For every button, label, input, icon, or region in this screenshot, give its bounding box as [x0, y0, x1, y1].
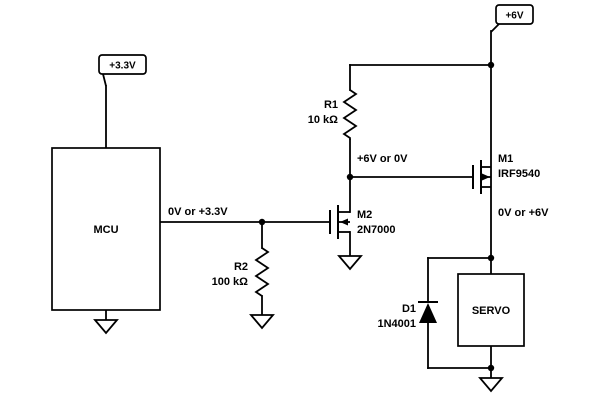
- flag-tail: [490, 23, 500, 33]
- ground-icon: [93, 319, 119, 335]
- nmos-m2: M2 2N7000: [329, 205, 396, 239]
- diode-d1: D1 1N4001: [377, 301, 438, 330]
- net-label-m1-drain: 0V or +6V: [498, 207, 549, 219]
- net-label-m2-drain: +6V or 0V: [357, 153, 408, 165]
- nmos-arrow: [340, 218, 348, 226]
- d1-value: 1N4001: [377, 318, 416, 330]
- net-label-mcu-out: 0V or +3.3V: [168, 206, 228, 218]
- power-label-3v3: +3.3V: [109, 61, 136, 72]
- power-flag-6v: +6V: [490, 4, 534, 33]
- junction-dot: [346, 173, 354, 181]
- power-flag-3v3: +3.3V: [98, 54, 147, 87]
- r1-value: 10 kΩ: [308, 114, 338, 126]
- diode-triangle: [419, 303, 437, 323]
- mcu-label: MCU: [93, 224, 118, 236]
- junction-dot: [487, 364, 495, 372]
- servo-box: [457, 273, 525, 347]
- ground-icon: [249, 314, 275, 330]
- r2-ref: R2: [234, 261, 248, 273]
- pmos-m1: M1 IRF9540: [472, 153, 540, 194]
- ground-icon: [337, 255, 363, 271]
- d1-ref: D1: [402, 303, 416, 315]
- ground-icon: [478, 377, 504, 393]
- junction-dot: [258, 218, 266, 226]
- mcu-box: [51, 147, 161, 311]
- resistor-zigzag: [254, 247, 270, 297]
- m1-value: IRF9540: [498, 168, 540, 180]
- resistor-r2: R2 100 kΩ: [212, 247, 270, 297]
- net-labels: 0V or +3.3V +6V or 0V 0V or +6V: [168, 153, 549, 219]
- junction-dot: [487, 61, 495, 69]
- ground-symbols: [93, 255, 504, 393]
- junction-dots: [258, 61, 495, 372]
- resistor-r1: R1 10 kΩ: [308, 89, 358, 140]
- flag-box: [495, 4, 534, 25]
- junction-dot: [487, 254, 495, 262]
- power-label-6v: +6V: [505, 11, 523, 22]
- pmos-arrow: [482, 173, 490, 181]
- flag-tail: [102, 73, 107, 87]
- r1-ref: R1: [324, 99, 338, 111]
- flag-box: [98, 54, 147, 75]
- m1-ref: M1: [498, 153, 513, 165]
- m2-value: 2N7000: [357, 224, 396, 236]
- resistor-zigzag: [342, 89, 358, 140]
- mcu-block: MCU: [51, 147, 161, 311]
- servo-label: SERVO: [472, 305, 511, 317]
- servo-block: SERVO: [457, 273, 525, 347]
- r2-value: 100 kΩ: [212, 276, 249, 288]
- wires: [105, 30, 492, 379]
- m2-ref: M2: [357, 209, 372, 221]
